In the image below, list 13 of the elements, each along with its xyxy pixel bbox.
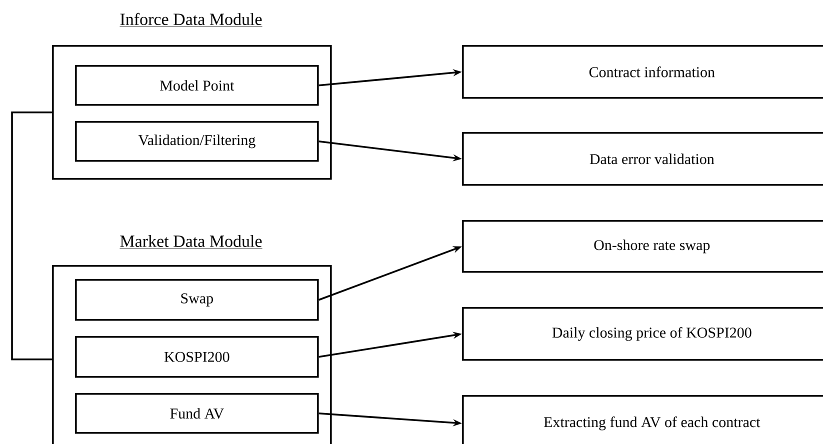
process-box: Swap bbox=[75, 279, 319, 321]
process-box: Contract information bbox=[462, 45, 823, 99]
process-box: KOSPI200 bbox=[75, 336, 319, 378]
process-box: Validation/Filtering bbox=[75, 121, 319, 162]
process-box: Model Point bbox=[75, 65, 319, 106]
process-box: Fund AV bbox=[75, 393, 319, 434]
node-label: Market Data Module bbox=[120, 235, 262, 247]
node-label: Inforce Data Module bbox=[120, 12, 262, 26]
process-box: Daily closing price of KOSPI200 bbox=[462, 307, 823, 361]
process-box: Data error validation bbox=[462, 132, 823, 186]
process-box: Extracting fund AV of each contract bbox=[462, 395, 823, 444]
bracket-line bbox=[11, 112, 52, 360]
process-box: On-shore rate swap bbox=[462, 220, 823, 273]
